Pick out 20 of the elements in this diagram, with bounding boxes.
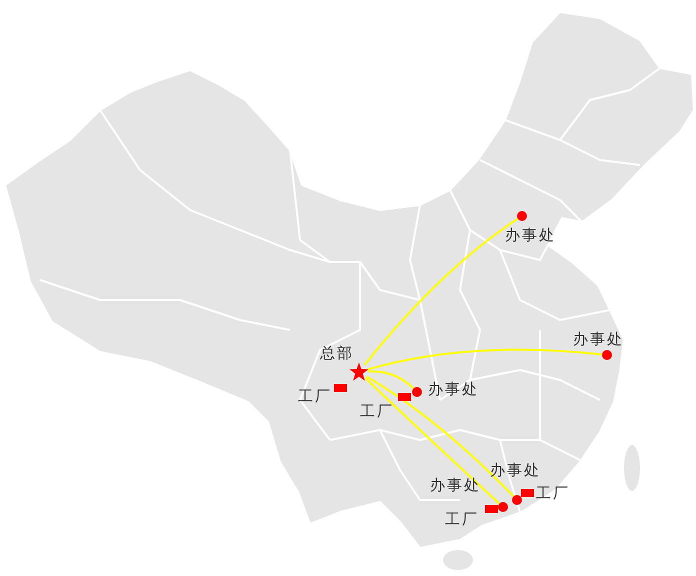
- route-line: [366, 376, 514, 498]
- place-label: 工厂: [298, 387, 332, 405]
- route-line: [364, 218, 518, 366]
- place-label: 办事处: [505, 226, 556, 244]
- factory-marker: [484, 505, 498, 513]
- place-label: 办事处: [573, 330, 624, 348]
- factory-marker: [398, 393, 410, 401]
- place-label: 办事处: [490, 461, 541, 479]
- place-label: 办事处: [430, 476, 481, 494]
- route-line: [367, 348, 602, 370]
- factory-marker: [334, 384, 346, 392]
- route-line: [364, 378, 500, 504]
- place-label: 工厂: [360, 402, 394, 420]
- place-label: 办事处: [428, 380, 479, 398]
- factory-marker: [520, 489, 534, 497]
- headquarters-star-icon: [349, 362, 369, 382]
- place-label: 总部: [320, 344, 354, 362]
- place-label: 工厂: [536, 484, 570, 502]
- place-label: 工厂: [445, 510, 479, 528]
- route-line: [368, 370, 414, 390]
